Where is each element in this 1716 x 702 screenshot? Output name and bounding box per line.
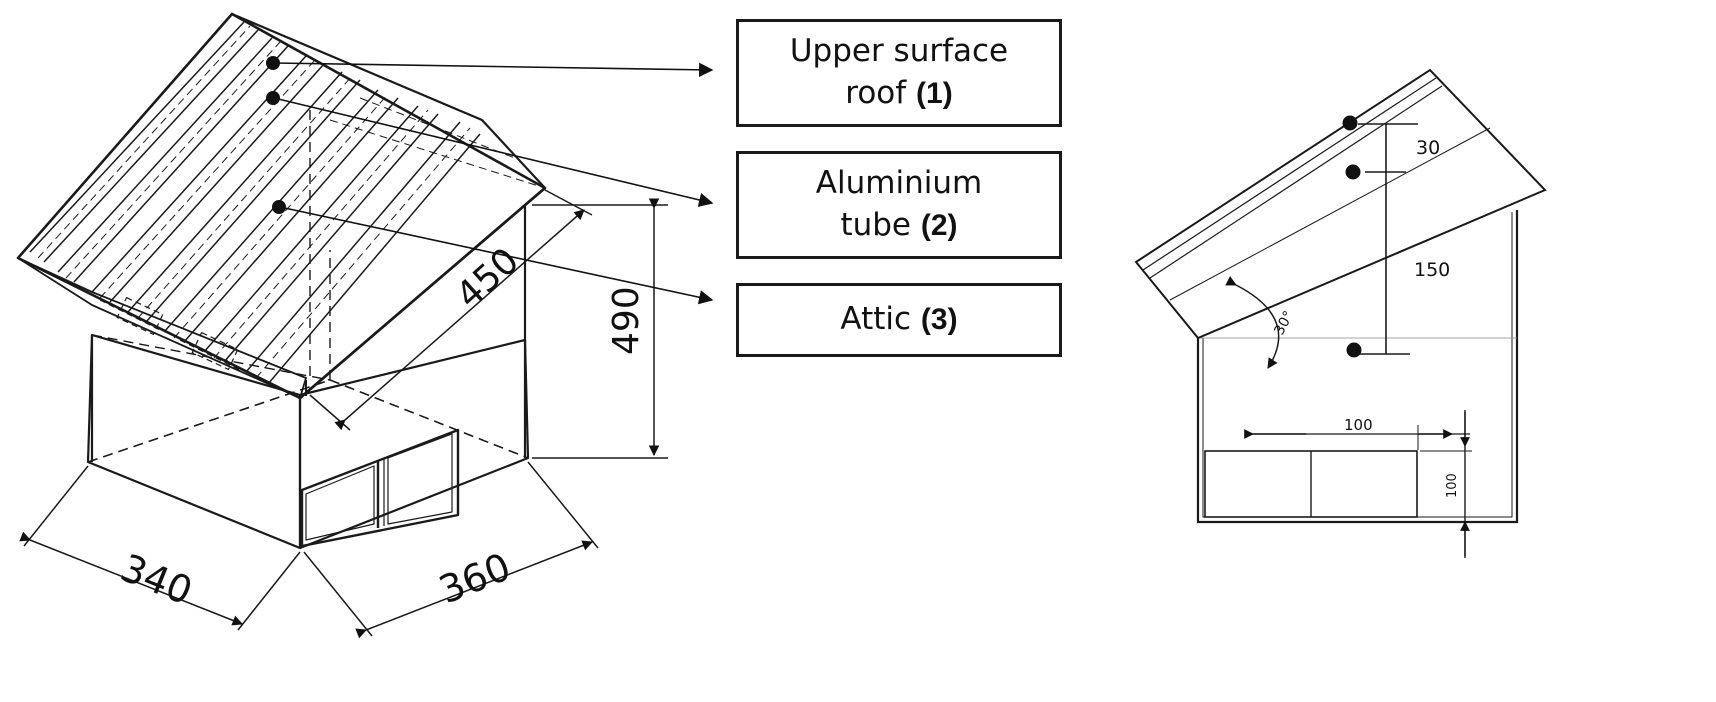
callout-upper-surface-roof: Upper surface roof (1) <box>736 19 1062 127</box>
callout-aluminium-tube: Aluminium tube (2) <box>736 151 1062 259</box>
dim-wall-height-label: 490 <box>606 286 647 355</box>
callout-3-number: (3) <box>920 303 958 337</box>
dim-upper-gap-label: 30 <box>1416 137 1440 159</box>
callout-3-line1: Attic <box>840 301 912 338</box>
dim-wall-height <box>532 198 668 459</box>
roof-angle-label: 30° <box>1271 308 1297 337</box>
callout-1-number: (1) <box>916 77 953 110</box>
leader-lines <box>273 62 714 305</box>
callout-2-number: (2) <box>920 209 958 242</box>
point-upper-surface-roof <box>266 56 280 70</box>
dim-opening-width-label: 100 <box>1344 416 1373 434</box>
point-aluminium-tube <box>266 91 280 105</box>
dim-opening-height-label: 100 <box>1445 473 1460 498</box>
dim-width <box>303 461 599 639</box>
callout-2-line1: Aluminium <box>815 165 983 202</box>
side-point-attic <box>1346 342 1362 358</box>
dim-roof-length <box>309 189 593 431</box>
side-point-aluminium-tube <box>1345 164 1361 180</box>
callout-1-line2: roof <box>845 75 907 111</box>
callout-attic: Attic (3) <box>736 283 1062 357</box>
callout-2-line2: tube <box>840 207 911 243</box>
front-opening <box>300 428 460 548</box>
point-attic <box>272 200 286 214</box>
side-point-upper-surface <box>1342 115 1358 131</box>
dim-width-label: 360 <box>433 544 517 612</box>
callout-1-line1: Upper surface <box>789 33 1009 70</box>
roof-panel <box>16 12 547 400</box>
dim-lower-gap-label: 150 <box>1414 259 1450 281</box>
side-view-drawing <box>1134 68 1547 558</box>
dim-length-label: 340 <box>115 546 199 614</box>
dim-length <box>19 465 301 631</box>
